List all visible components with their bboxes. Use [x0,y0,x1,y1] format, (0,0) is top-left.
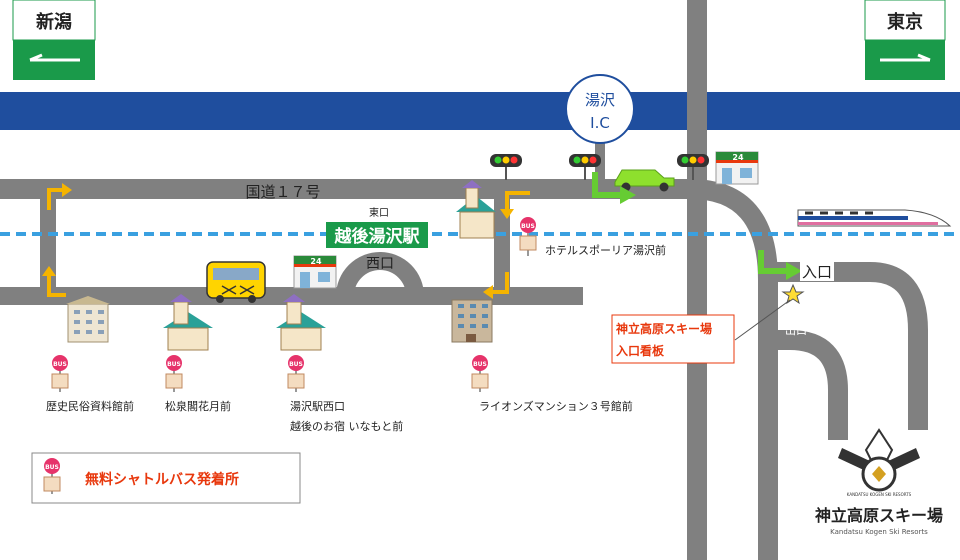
bus-stop-icon: BUS [471,355,489,392]
highway [0,92,960,130]
sign-callout: 神立高原スキー場 入口看板 [611,314,735,364]
bus-stop-icon [43,476,61,492]
sign-niigata-label: 新潟 [36,11,72,33]
resort-name-en: Kandatsu Kogen Ski Resorts [830,528,928,536]
car-icon [614,169,675,192]
sign-callout-line2: 入口看板 [616,343,665,358]
shuttle-bus-icon [206,261,266,303]
arrow-right-icon [880,53,931,62]
exit-label: 出口 [785,323,807,337]
legend-badge: BUS [45,464,59,471]
museum-icon [66,296,110,343]
entrance-label: 入口 [802,263,832,281]
hotel-icon [276,294,326,351]
resort-emblem-text: KANDATSU KOGEN SKI RESORTS [847,492,912,497]
bus-stop-badge: BUS [473,361,487,368]
entrance-road [768,262,928,430]
bus-stop-label: ライオンズマンション３号館前 [479,399,633,413]
bus-stop-icon: BUS [51,355,69,392]
bus-stop-icon: BUS [519,217,537,256]
arrow-left-icon [29,53,80,62]
direction-arrow-icon [490,272,509,294]
hotel-icon [456,180,496,239]
bus-stop-badge: BUS [53,361,67,368]
legend-label: 無料シャトルバス発着所 [85,471,239,488]
legend: BUS 無料シャトルバス発着所 [31,452,301,504]
mansion-icon [451,299,493,343]
station-arch [336,252,424,297]
bus-stop-badge: BUS [289,361,303,368]
echigo-yuzawa-station: 東口 越後湯沢駅 西口 [326,205,428,272]
traffic-signal-icon [677,154,709,180]
bus-stop-badge: BUS [521,223,535,230]
traffic-signal-icon [490,154,522,180]
star-icon [781,283,805,305]
bus-stop-icon: BUS [165,355,183,392]
bus-stop-label: 歴史民俗資料館前 [46,399,134,413]
entrance-label-bg [800,261,834,281]
hotel-icon [163,294,213,351]
sign-callout-line1: 神立高原スキー場 [616,321,712,336]
bus-stop-label: ホテルスポーリア湯沢前 [545,243,666,257]
direction-arrow-icon [47,275,66,297]
sign-tokyo: 東京 [864,0,946,80]
direction-arrow-icon [483,285,493,299]
bus-stop-label: 湯沢駅西口 [290,399,345,413]
sign-tokyo-label: 東京 [887,11,923,33]
direction-arrow-icon [62,183,72,197]
ic-name: 湯沢 [585,91,615,109]
station-east-exit: 東口 [369,206,389,219]
direction-arrow-icon [47,188,66,210]
sign-niigata: 新潟 [12,0,96,80]
resort-name: 神立高原スキー場 [815,506,943,525]
callout-line [734,299,791,341]
route-17-label: 国道１７号 [245,183,320,201]
direction-arrow-icon [505,191,530,212]
station-name: 越後湯沢駅 [334,226,421,247]
resort-emblem: KANDATSU KOGEN SKI RESORTS [838,428,920,497]
store-badge: 24 [732,153,744,162]
direction-arrow-icon [42,266,56,276]
bus-stop-badge: BUS [167,361,181,368]
ic-abbr: I.C [590,114,610,132]
convenience-store-icon: 24 [715,151,759,185]
convenience-store-icon: 24 [293,255,337,289]
store-badge: 24 [310,257,322,266]
route-arrow-icon [592,172,636,204]
shinkansen-icon [797,209,952,227]
station-west-exit: 西口 [366,256,394,272]
direction-arrow-icon [500,209,514,219]
bus-stop-sublabel: 越後のお宿 いなもと前 [290,419,403,433]
bus-stop-label: 松泉閣花月前 [165,399,231,413]
exit-road [768,330,848,440]
bus-stop-icon: BUS [287,355,305,392]
route-arrow-icon [758,250,802,280]
traffic-signal-icon [569,154,601,180]
